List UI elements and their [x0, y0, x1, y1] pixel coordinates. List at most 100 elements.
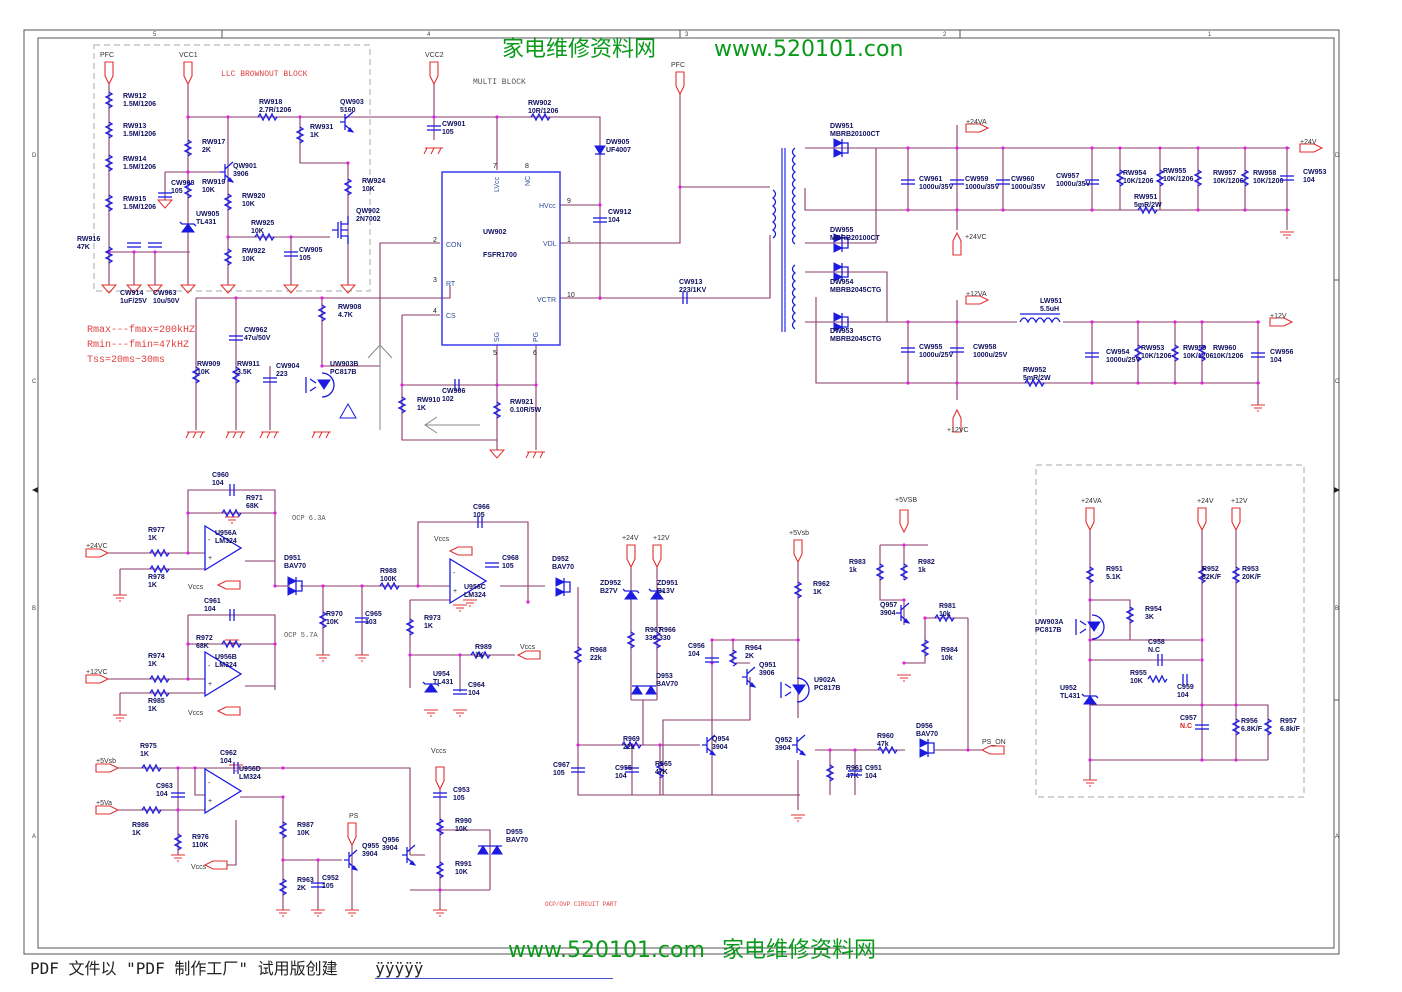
component-ref: Q951	[759, 662, 776, 669]
resistor-icon	[183, 181, 193, 199]
ground-icon	[125, 284, 143, 294]
ocp1-label: OCP 6.3A	[292, 515, 326, 523]
component-value: 1K	[475, 652, 484, 659]
transformer-tw902	[771, 147, 797, 332]
junction-dot	[923, 616, 927, 620]
component-value: 3K	[1145, 614, 1154, 621]
component-value: 47K	[655, 769, 668, 776]
component-value: 1.5M/1206	[123, 101, 156, 108]
component-value: 223/1KV	[679, 287, 707, 294]
junction-dot	[906, 381, 910, 385]
component-value: 1000u/35V	[919, 184, 954, 191]
capacitor-icon	[593, 217, 607, 223]
ground-icon	[1251, 404, 1265, 412]
ic-pin-vdl: VDL	[543, 241, 557, 248]
resistor-icon	[149, 548, 170, 558]
component-ref: Q955	[362, 843, 379, 850]
ground-icon	[1083, 779, 1097, 787]
component-ref: R981	[939, 603, 956, 610]
ic-pin-nc: NC	[525, 176, 532, 186]
junction-dot	[1090, 381, 1094, 385]
net-port-vccs5: Vccs	[191, 860, 228, 871]
component-value: 104	[468, 690, 480, 697]
component-value: 10k	[939, 611, 951, 618]
component-ref: RW915	[123, 196, 146, 203]
grid-row-d-left: D	[32, 153, 37, 159]
net-label: +12V	[1270, 313, 1287, 320]
component-value: 10K	[242, 201, 255, 208]
component-value: 5mR/2W	[1023, 375, 1051, 382]
capacitor-icon	[229, 335, 243, 341]
component-ref: C956	[688, 643, 705, 650]
capacitor-icon	[1157, 654, 1163, 666]
port-connector-icon	[1269, 317, 1294, 327]
ground-icon	[1280, 231, 1294, 239]
junction-dot	[186, 677, 190, 681]
junction-dot	[186, 115, 190, 119]
component-value: 68K	[196, 643, 209, 650]
component-ref: R967	[645, 627, 662, 634]
zener-icon	[1081, 693, 1099, 705]
net-label: +12VA	[966, 291, 987, 298]
component-ref: RW921	[510, 399, 533, 406]
ground-icon	[463, 599, 477, 607]
pdf-footer-link[interactable]: ÿÿÿÿÿ	[375, 959, 614, 979]
capacitor-icon	[233, 762, 239, 774]
ic-pinnum-sg: 5	[493, 350, 497, 357]
capacitor-icon	[485, 562, 499, 568]
component-value: 47u/50V	[244, 335, 271, 342]
port-connector-icon	[429, 61, 439, 86]
net-port-vccs2: Vccs	[188, 706, 241, 717]
component-ref: CW908	[171, 180, 194, 187]
net-port-vcc2: VCC2	[425, 52, 444, 86]
component-ref: RW919	[202, 179, 225, 186]
net-port-ps: PS	[347, 813, 359, 847]
capacitor-icon	[1085, 352, 1099, 358]
component-ref: D952	[552, 556, 569, 563]
design-note-1: Rmax---fmax=200kHZ	[87, 324, 195, 336]
optocoupler-icon	[1075, 614, 1105, 640]
net-label: +12VC	[86, 669, 108, 676]
net-label: Vccs	[188, 710, 204, 717]
junction-dot	[1090, 146, 1094, 150]
net-port-p5va: +5Va	[95, 800, 120, 815]
component-value: BAV70	[656, 681, 678, 688]
grid-row-a-left: A	[32, 834, 36, 840]
component-value: 10K/1206	[1183, 353, 1213, 360]
ground-icon	[488, 449, 506, 459]
junction-dot	[281, 858, 285, 862]
ic-pinnum-vctr: 10	[567, 292, 575, 299]
junction-dot	[458, 653, 462, 657]
component-value: 2K	[745, 653, 754, 660]
zener-icon	[422, 681, 440, 693]
transistor-icon	[742, 666, 757, 688]
port-connector-icon	[516, 650, 541, 660]
net-label: Vccs	[191, 864, 207, 871]
component-ref: R977	[148, 527, 165, 534]
junction-dot	[966, 748, 970, 752]
resistor-icon	[1193, 169, 1203, 187]
component-ref: R970	[326, 611, 343, 618]
component-ref: R952	[1202, 566, 1219, 573]
component-value: 1K	[417, 405, 426, 412]
